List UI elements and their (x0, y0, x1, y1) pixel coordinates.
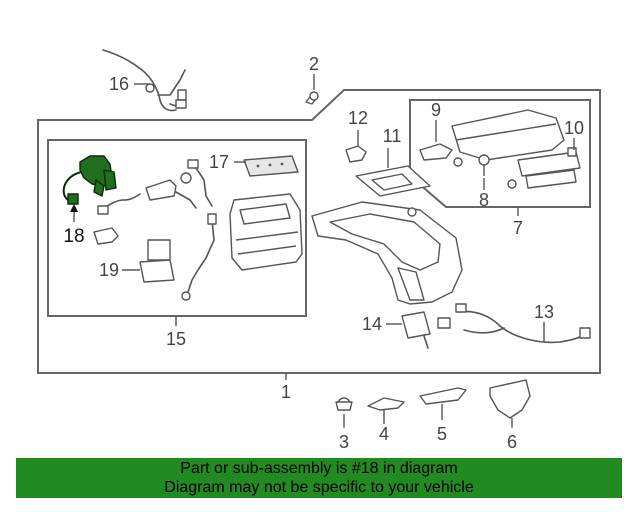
part-9-cup (419, 143, 453, 161)
callout-16: 16 (109, 74, 129, 94)
assembly-frame (37, 89, 601, 374)
part-15-bin (229, 193, 303, 271)
part-8-screw (478, 154, 490, 176)
callout-1: 1 (281, 382, 291, 402)
info-banner: Part or sub-assembly is #18 in diagram D… (16, 458, 622, 498)
part-3-clip (335, 397, 353, 411)
part-armrest-lid (451, 109, 565, 161)
callout-2: 2 (309, 54, 319, 74)
subassembly-frame-15 (47, 139, 307, 317)
callout-18: 18 (63, 226, 84, 247)
part-11-panel (355, 165, 431, 197)
callout-7: 7 (513, 218, 523, 238)
callout-8: 8 (479, 190, 489, 210)
part-5-trim (419, 387, 467, 405)
part-15-components (93, 159, 217, 301)
callout-9: 9 (431, 100, 441, 120)
part-13-harness (437, 303, 591, 344)
part-2-clip (305, 91, 319, 105)
part-16-harness (102, 49, 187, 112)
callout-3: 3 (339, 432, 349, 452)
banner-line-2: Diagram may not be specific to your vehi… (164, 479, 474, 496)
banner-line-1: Part or sub-assembly is #18 in diagram (180, 460, 458, 477)
part-18-highlighted (62, 155, 117, 205)
part-1-console-body (311, 201, 463, 305)
part-6-panel (489, 379, 531, 419)
callout-17: 17 (209, 152, 229, 172)
callout-14: 14 (362, 314, 382, 334)
callout-19: 19 (99, 260, 119, 280)
part-4-bracket (367, 397, 405, 411)
part-10-hinge (517, 147, 581, 189)
callout-5: 5 (437, 424, 447, 444)
callout-11: 11 (383, 126, 402, 146)
callout-4: 4 (379, 424, 389, 444)
part-screw (453, 157, 463, 167)
callout-6: 6 (507, 432, 517, 452)
callout-10: 10 (564, 118, 584, 138)
callout-13: 13 (534, 302, 554, 322)
part-12-bracket (345, 145, 367, 163)
callout-12: 12 (348, 108, 368, 128)
part-screw (507, 179, 517, 189)
part-17-pad (243, 155, 299, 177)
callout-15: 15 (166, 329, 186, 349)
part-14-module (401, 311, 431, 349)
